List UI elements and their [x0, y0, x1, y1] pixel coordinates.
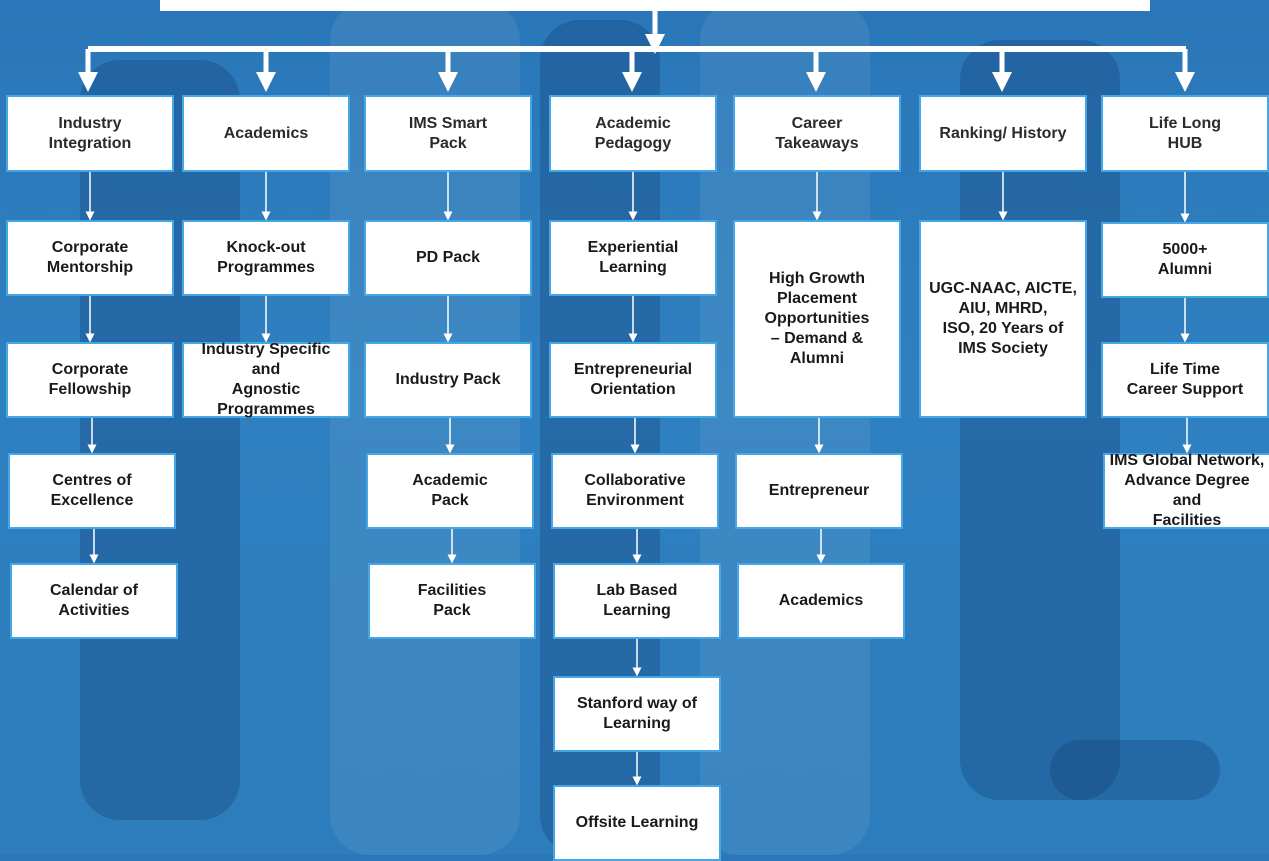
high-growth-placement-box: High Growth Placement Opportunities – De…: [733, 220, 901, 418]
academics-takeaway-box: Academics: [737, 563, 905, 639]
ranking-history-header: Ranking/ History: [919, 95, 1087, 172]
entrepreneurial-orientation-box: Entrepreneurial Orientation: [549, 342, 717, 418]
collaborative-environment-box: Collaborative Environment: [551, 453, 719, 529]
entrepreneur-box: Entrepreneur: [735, 453, 903, 529]
calendar-of-activities-box: Calendar of Activities: [10, 563, 178, 639]
root-node-bar: [160, 0, 1150, 11]
facilities-pack-box: Facilities Pack: [368, 563, 536, 639]
ims-smart-pack-header: IMS Smart Pack: [364, 95, 532, 172]
background-shoe: [1050, 740, 1220, 800]
industry-specific-programmes-box: Industry Specific and Agnostic Programme…: [182, 341, 350, 418]
industry-pack-box: Industry Pack: [364, 342, 532, 418]
offsite-learning-box: Offsite Learning: [553, 785, 721, 861]
academics-header: Academics: [182, 95, 350, 172]
background-figure-left: [80, 60, 240, 820]
career-support-box: Life Time Career Support: [1101, 342, 1269, 418]
lab-based-learning-box: Lab Based Learning: [553, 563, 721, 639]
industry-integration-header: Industry Integration: [6, 95, 174, 172]
global-network-box: IMS Global Network, Advance Degree and F…: [1103, 452, 1269, 529]
academic-pack-box: Academic Pack: [366, 453, 534, 529]
academic-pedagogy-header: Academic Pedagogy: [549, 95, 717, 172]
alumni-count-box: 5000+ Alumni: [1101, 222, 1269, 298]
centres-of-excellence-box: Centres of Excellence: [8, 453, 176, 529]
accreditations-box: UGC-NAAC, AICTE, AIU, MHRD, ISO, 20 Year…: [919, 220, 1087, 418]
corporate-fellowship-box: Corporate Fellowship: [6, 342, 174, 418]
stanford-way-of-learning-box: Stanford way of Learning: [553, 676, 721, 752]
life-long-hub-header: Life Long HUB: [1101, 95, 1269, 172]
knock-out-programmes-box: Knock-out Programmes: [182, 220, 350, 296]
experiential-learning-box: Experiential Learning: [549, 220, 717, 296]
pd-pack-box: PD Pack: [364, 220, 532, 296]
corporate-mentorship-box: Corporate Mentorship: [6, 220, 174, 296]
career-takeaways-header: Career Takeaways: [733, 95, 901, 172]
